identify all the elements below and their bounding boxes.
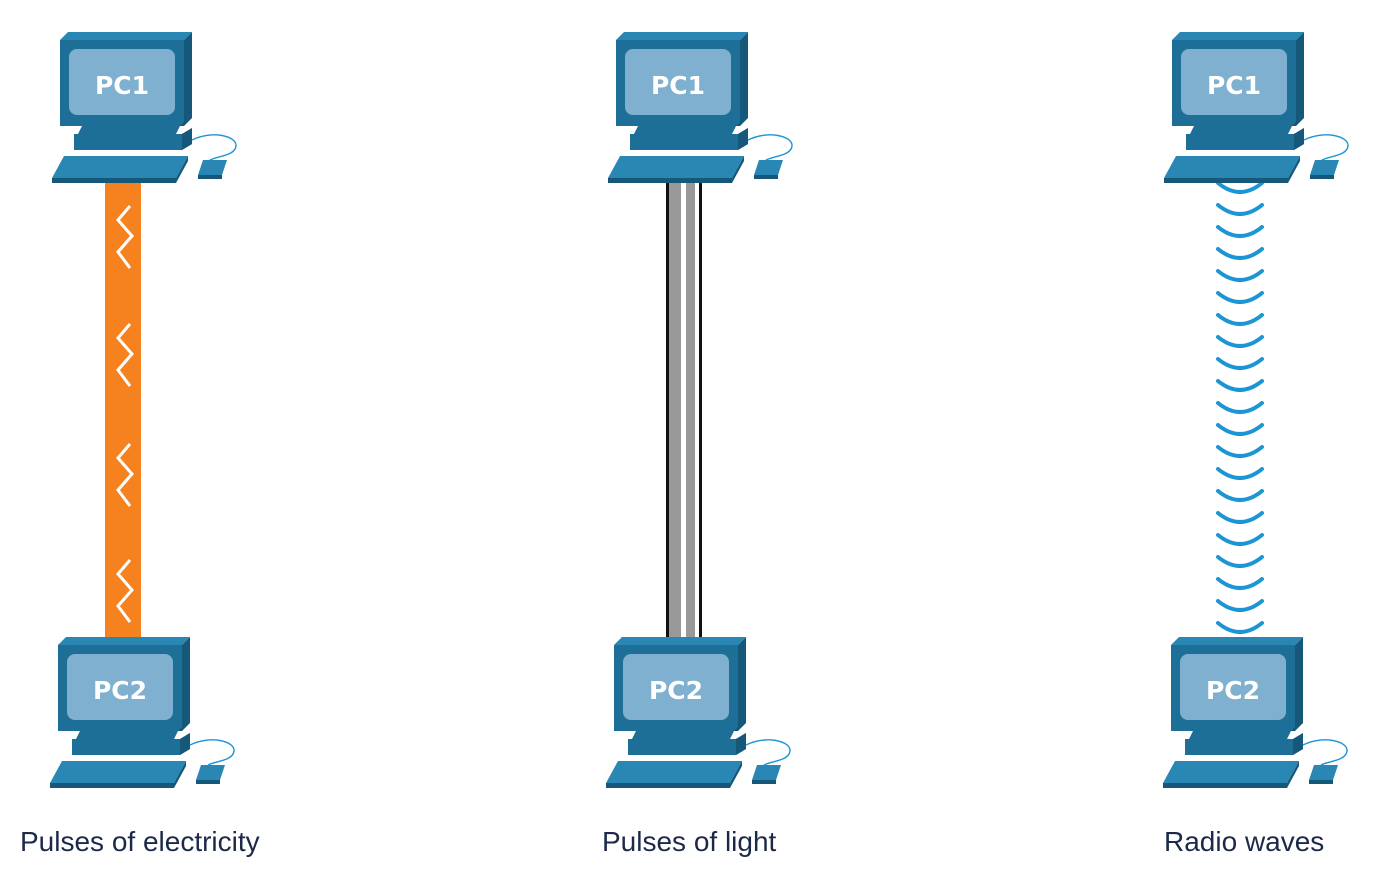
radio-wave-arc — [1216, 599, 1264, 612]
lightning-icon — [116, 323, 134, 387]
panel-fiber: PC1 PC2 — [605, 31, 793, 789]
radio-wave-arc — [1216, 357, 1264, 370]
radio-wave-arc — [1216, 511, 1264, 524]
pc2-computer-icon: PC2 — [49, 636, 235, 789]
radio-wave-arc — [1216, 533, 1264, 546]
fiber-cable-icon — [666, 178, 704, 642]
radio-wave-arc — [1216, 621, 1264, 634]
radio-wave-arc — [1216, 489, 1264, 502]
radio-wave-arc — [1216, 291, 1264, 304]
radio-wave-arc — [1216, 555, 1264, 568]
pc1-computer-icon: PC1 — [1163, 31, 1349, 184]
lightning-icon — [116, 559, 134, 623]
pc2-label: PC2 — [649, 676, 703, 705]
radio-wave-arc — [1216, 423, 1264, 436]
radio-wave-arc — [1216, 247, 1264, 260]
pc1-computer-icon: PC1 — [51, 31, 237, 184]
radio-wave-arc — [1216, 313, 1264, 326]
panel-wireless: PC1 PC2 — [1162, 31, 1349, 789]
radio-wave-arc — [1216, 577, 1264, 590]
radio-wave-arc — [1216, 401, 1264, 414]
radio-wave-arc — [1216, 225, 1264, 238]
copper-cable — [105, 178, 141, 642]
radio-wave-arc — [1216, 181, 1264, 194]
pc1-label: PC1 — [95, 71, 149, 100]
radio-wave-arc — [1216, 335, 1264, 348]
pc2-computer-icon: PC2 — [605, 636, 791, 789]
pc2-label: PC2 — [1206, 676, 1260, 705]
caption-light: Pulses of light — [602, 826, 777, 857]
caption-radio: Radio waves — [1164, 826, 1325, 857]
panel-copper: PC1 PC2 — [49, 31, 237, 789]
pc2-label: PC2 — [93, 676, 147, 705]
radio-wave-arc — [1216, 445, 1264, 458]
pc2-computer-icon: PC2 — [1162, 636, 1348, 789]
lightning-icon — [116, 205, 134, 269]
caption-electricity: Pulses of electricity — [20, 826, 260, 857]
pc1-label: PC1 — [1207, 71, 1261, 100]
pc1-label: PC1 — [651, 71, 705, 100]
radio-wave-arc — [1216, 269, 1264, 282]
radio-wave-icon — [1216, 181, 1264, 634]
radio-wave-arc — [1216, 203, 1264, 216]
radio-wave-arc — [1216, 379, 1264, 392]
pc1-computer-icon: PC1 — [607, 31, 793, 184]
radio-wave-arc — [1216, 467, 1264, 480]
lightning-icon — [116, 443, 134, 507]
